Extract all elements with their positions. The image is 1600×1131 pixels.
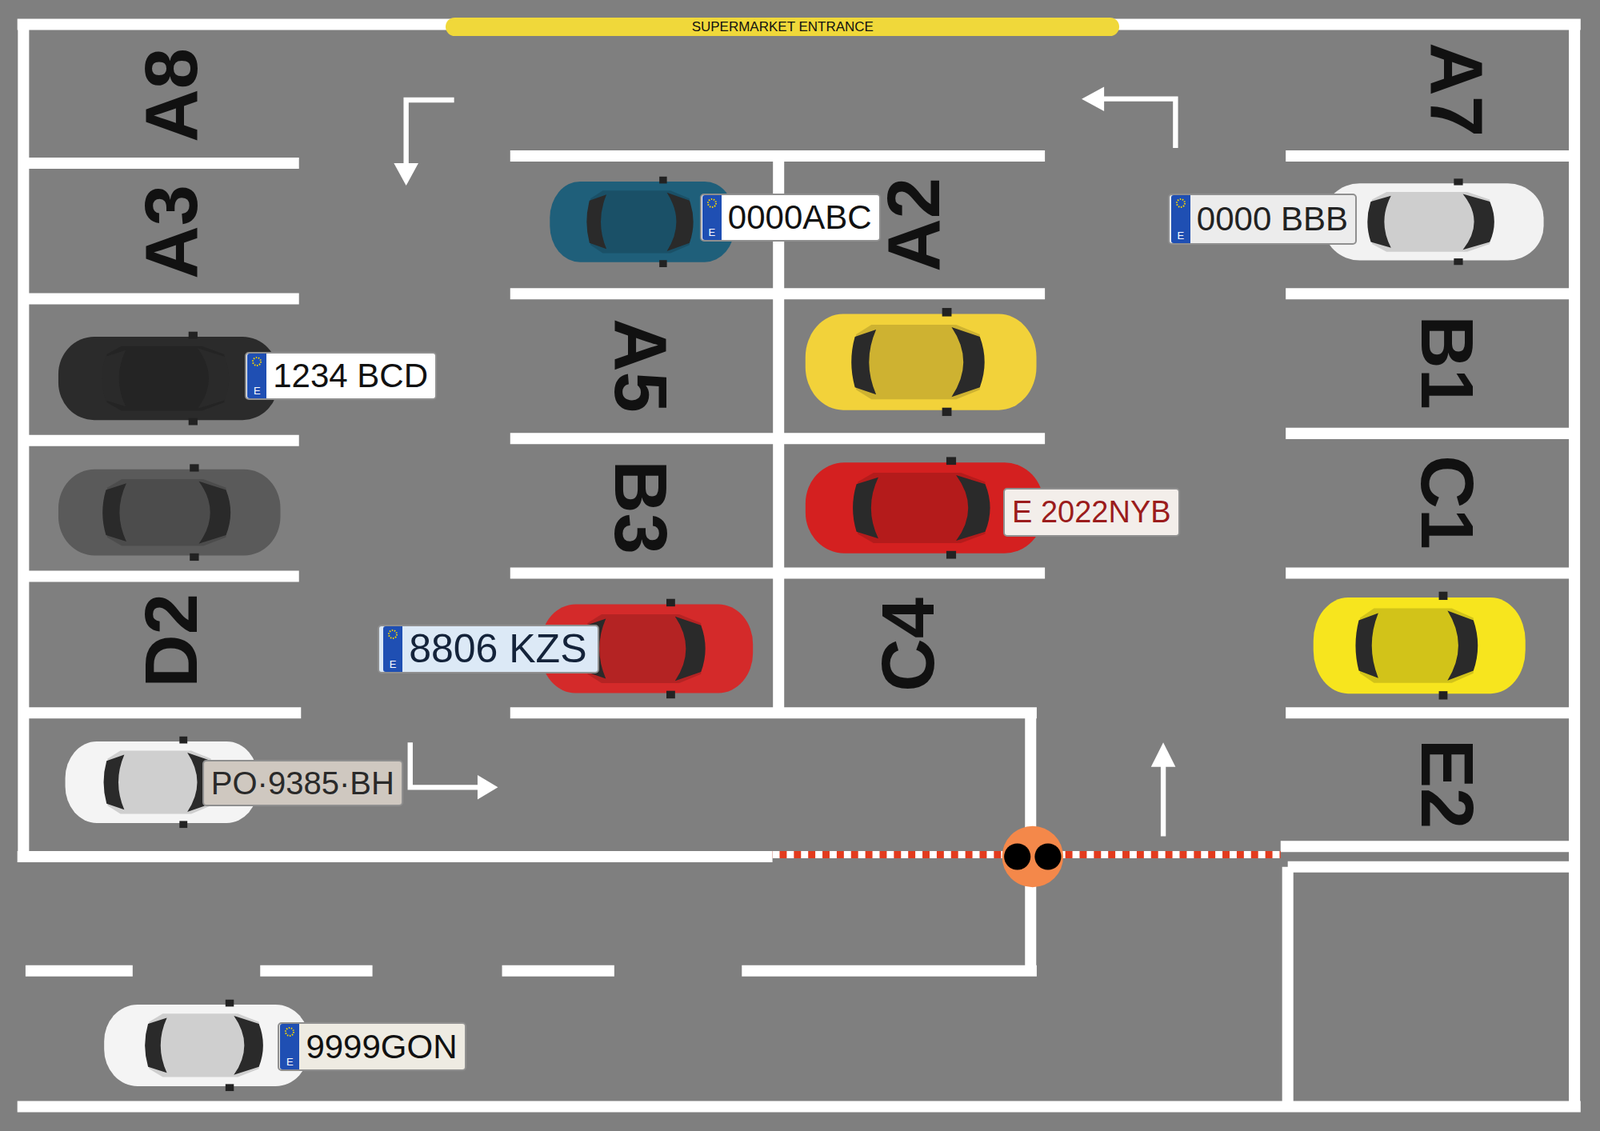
space-number: A3 <box>134 184 208 280</box>
eu-stars-ring <box>708 199 716 208</box>
eu-stars <box>706 197 718 209</box>
eu-stars <box>284 1026 296 1038</box>
plate-number: 0000 BBB <box>1190 202 1355 236</box>
plate-number: 9999GON <box>299 1030 464 1064</box>
space-number: A2 <box>876 177 951 272</box>
country-code: E <box>253 385 261 396</box>
space-number: A8 <box>134 48 208 143</box>
eu-stars <box>387 628 399 640</box>
space-number: D2 <box>134 593 208 688</box>
plate-number: 8806 KZS <box>402 628 593 669</box>
country-code: E <box>1177 230 1185 241</box>
plate-number: 0000ABC <box>721 200 879 235</box>
plate-number: PO·9385·BH <box>204 767 401 800</box>
eu-stars-ring <box>285 1028 294 1036</box>
arrow-line <box>1102 99 1176 148</box>
license-plate: E 2022NYB <box>1003 488 1180 537</box>
country-band: E <box>247 353 267 399</box>
direction-arrows <box>393 86 1176 836</box>
license-plate: PO·9385·BH <box>202 760 404 806</box>
car <box>805 308 1037 416</box>
space-number: B1 <box>1410 315 1484 410</box>
barrier-light <box>1004 843 1031 870</box>
arrow-line <box>406 100 455 168</box>
eu-stars <box>251 356 263 368</box>
space-number: E2 <box>1410 738 1484 829</box>
space-number: C4 <box>871 597 945 692</box>
space-number: C1 <box>1410 455 1484 550</box>
space-number: A5 <box>604 318 678 413</box>
arrow-head <box>393 163 419 186</box>
country-band: E <box>280 1024 300 1070</box>
car <box>549 176 735 268</box>
country-code: E <box>708 227 716 238</box>
eu-stars-ring <box>252 357 261 366</box>
license-plate: E 0000 BBB <box>1168 193 1357 245</box>
country-band: E <box>1171 195 1191 244</box>
space-number: B3 <box>604 460 678 555</box>
plate-number: E 2022NYB <box>1005 496 1178 528</box>
arrow-line <box>1160 764 1166 836</box>
arrow-head <box>1081 86 1104 112</box>
entrance-sign: SUPERMARKET ENTRANCE <box>445 17 1120 36</box>
cars <box>58 176 1544 1092</box>
barrier-light <box>1034 843 1061 870</box>
arrow-head <box>1151 742 1176 768</box>
eu-stars-ring <box>1176 199 1185 208</box>
license-plate: E 9999GON <box>277 1022 467 1072</box>
plate-number: 1234 BCD <box>266 359 435 393</box>
barrier <box>772 826 1281 888</box>
license-plate: E 0000ABC <box>700 193 881 242</box>
arrow-line <box>410 742 480 788</box>
license-plate: E 8806 KZS <box>377 624 600 674</box>
country-band: E <box>383 626 403 672</box>
sign-text: SUPERMARKET ENTRANCE <box>684 20 882 34</box>
barrier-post <box>1002 826 1064 888</box>
parking-lines <box>17 24 1581 1112</box>
space-number: A7 <box>1420 42 1494 137</box>
arrow-head <box>477 775 499 800</box>
eu-stars <box>1175 197 1187 209</box>
country-code: E <box>286 1056 294 1068</box>
country-band: E <box>702 195 722 240</box>
car <box>1313 592 1526 700</box>
license-plate: E 1234 BCD <box>244 352 437 400</box>
country-code: E <box>389 659 397 670</box>
car <box>58 464 281 561</box>
eu-stars-ring <box>388 630 397 639</box>
